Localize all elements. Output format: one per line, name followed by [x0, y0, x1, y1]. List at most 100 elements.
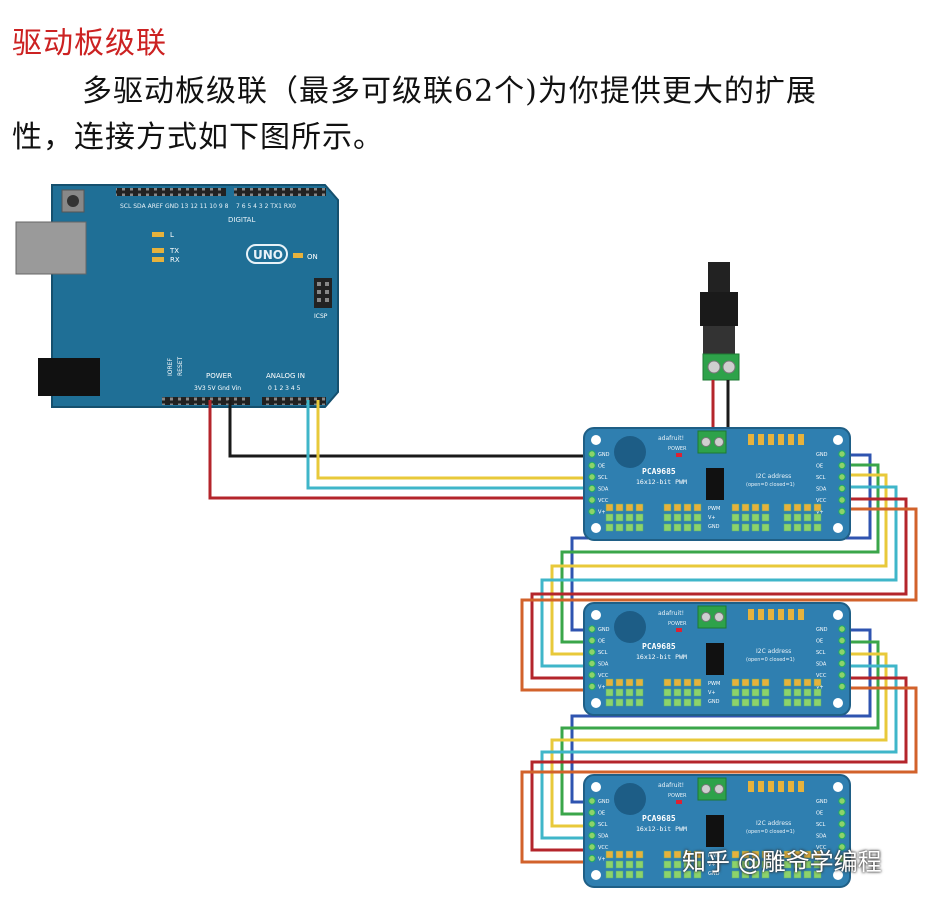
pwm-pin	[625, 870, 634, 879]
right-pin-pad	[838, 671, 846, 679]
pwm-pin	[751, 698, 760, 707]
paragraph-line-2: 性，连接方式如下图所示。	[12, 120, 384, 155]
left-pin-label: VCC	[598, 845, 609, 851]
pwm-pin	[803, 850, 812, 859]
address-jumper	[748, 609, 754, 620]
pwm-pin	[615, 698, 624, 707]
pwm-pin	[761, 870, 770, 879]
left-pin-label: SDA	[598, 662, 609, 668]
right-pin-label: OE	[816, 811, 823, 817]
watermark: 知乎 @雕爷学编程	[682, 848, 882, 876]
pwm-pin	[693, 850, 702, 859]
pwm-pin	[625, 860, 634, 869]
left-pin-pad	[588, 671, 596, 679]
pwm-pin	[783, 503, 792, 512]
address-jumper	[798, 781, 804, 792]
left-pin-pad	[588, 797, 596, 805]
pwm-pin	[741, 850, 750, 859]
pwm-pin	[625, 503, 634, 512]
pwm-pin	[813, 503, 822, 512]
pwm-pin	[741, 698, 750, 707]
right-pin-pad	[838, 473, 846, 481]
left-pin-label: OE	[598, 639, 605, 645]
pwm-pin	[731, 678, 740, 687]
pwm-pin	[635, 860, 644, 869]
pwm-pin	[683, 870, 692, 879]
pwm-pin	[783, 513, 792, 522]
pwm-pin	[693, 870, 702, 879]
left-pin-pad	[588, 636, 596, 645]
pca9685-chip	[706, 468, 724, 500]
mounting-hole	[833, 698, 843, 708]
pwm-pin	[663, 850, 672, 859]
pwm-pin	[605, 513, 614, 522]
pwm-pin	[813, 523, 822, 532]
header-label: PWM	[708, 681, 720, 687]
pwm-pin	[663, 503, 672, 512]
pwm-pin	[731, 513, 740, 522]
pwm-pin	[693, 503, 702, 512]
pwm-pin	[635, 678, 644, 687]
pwm-pin	[751, 870, 760, 879]
right-pin-pad	[838, 797, 846, 805]
led-label-rx: RX	[170, 256, 180, 264]
pwm-pin	[605, 698, 614, 707]
left-pin-pad	[588, 854, 596, 863]
pwm-pin	[741, 870, 750, 879]
left-pin-pad	[588, 507, 596, 516]
address-jumper	[788, 781, 794, 792]
pwm-pin	[683, 503, 692, 512]
pwm-pin	[605, 523, 614, 532]
pwm-pin	[731, 698, 740, 707]
pwm-pin	[663, 523, 672, 532]
on-label: ON	[307, 253, 318, 261]
right-pin-label: OE	[816, 639, 823, 645]
pwm-pin	[731, 523, 740, 532]
pwm-pin	[783, 850, 792, 859]
pwm-pin	[761, 860, 770, 869]
right-pin-pad	[838, 648, 846, 656]
pwm-pin	[783, 870, 792, 879]
pwm-pin	[783, 523, 792, 532]
left-pin-pad	[588, 484, 596, 493]
pwm-pin	[793, 850, 802, 859]
pwm-pin	[813, 870, 822, 879]
pwm-pin	[761, 850, 770, 859]
mounting-hole	[591, 698, 601, 708]
pwm-pin	[793, 860, 802, 869]
pwm-pin	[605, 870, 614, 879]
pwm-pin	[693, 523, 702, 532]
pwm-pin	[731, 850, 740, 859]
right-pin-label: V+	[816, 685, 824, 691]
mounting-hole	[591, 610, 601, 620]
svg-text:RESET: RESET	[177, 356, 184, 376]
dc-power-jack	[700, 262, 740, 381]
right-pin-pad	[838, 831, 846, 840]
pwm-pin	[673, 513, 682, 522]
pwm-pin	[731, 688, 740, 697]
pwm-pin	[635, 503, 644, 512]
mounting-hole	[591, 435, 601, 445]
pwm-pin	[615, 850, 624, 859]
address-jumper	[768, 781, 774, 792]
pwm-pin	[605, 688, 614, 697]
mounting-hole	[833, 610, 843, 620]
digital-header-2	[234, 188, 326, 196]
right-pin-label: GND	[816, 627, 828, 633]
pwm-pin	[793, 523, 802, 532]
svg-text:IOREF: IOREF	[167, 358, 174, 376]
left-pin-pad	[588, 473, 596, 481]
pca9685-chip	[706, 643, 724, 675]
pwm-pin	[783, 688, 792, 697]
pwm-pin	[751, 513, 760, 522]
right-pin-label: SCL	[816, 822, 826, 828]
pwm-pin	[625, 698, 634, 707]
brand-label: adafruit!	[658, 435, 684, 442]
pwm-pin	[751, 503, 760, 512]
right-pin-pad	[838, 854, 846, 863]
pwm-pin	[673, 698, 682, 707]
pwm-pin	[751, 850, 760, 859]
